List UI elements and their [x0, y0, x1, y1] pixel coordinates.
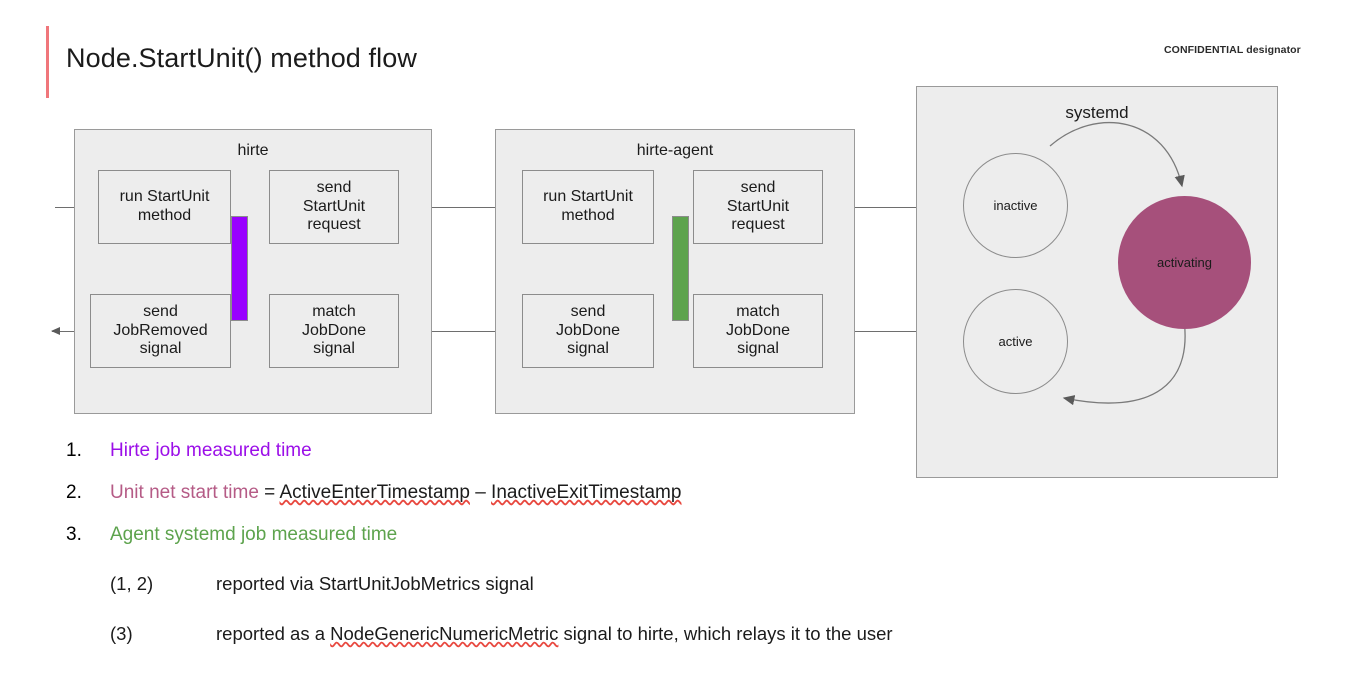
hirte-match-jobdone-signal[interactable]: match JobDone signal	[269, 294, 399, 368]
legend-item-2-term-a: ActiveEnterTimestamp	[279, 482, 470, 503]
agent-send-startunit-request[interactable]: send StartUnit request	[693, 170, 823, 244]
note-row-3-text: reported as a NodeGenericNumericMetric s…	[216, 623, 893, 645]
title-accent-bar	[46, 26, 49, 98]
note-row-1-2-text: reported via StartUnitJobMetrics signal	[216, 573, 534, 595]
systemd-state-activating[interactable]: activating	[1118, 196, 1251, 329]
container-systemd-title: systemd	[1065, 103, 1129, 122]
agent-run-startunit-method[interactable]: run StartUnit method	[522, 170, 654, 244]
agent-send-jobdone-signal[interactable]: send JobDone signal	[522, 294, 654, 368]
note-row-1-2-post: signal	[480, 573, 534, 594]
note-row-1-2-term: StartUnitJobMetrics	[318, 573, 481, 594]
confidential-designator: CONFIDENTIAL designator	[1164, 44, 1301, 56]
systemd-transition-arrows	[1049, 121, 1186, 406]
container-hirte-title: hirte	[237, 142, 269, 159]
note-row-1-2-label: (1, 2)	[110, 573, 154, 594]
legend-item-2-minus: –	[469, 482, 492, 503]
note-row-3-term: NodeGenericNumericMetric	[330, 623, 559, 644]
agent-match-jobdone-signal[interactable]: match JobDone signal	[693, 294, 823, 368]
hirte-send-jobremoved-signal[interactable]: send JobRemoved signal	[90, 294, 231, 368]
legend-item-2-number: 2.	[66, 482, 82, 503]
agent-systemd-job-measured-time-marker	[672, 216, 689, 321]
note-row-3-pre: reported as a	[216, 623, 331, 644]
legend-item-1-number: 1.	[66, 440, 82, 461]
legend-item-2-content: Unit net start time = ActiveEnterTimesta…	[110, 482, 681, 504]
container-hirte-agent-title: hirte-agent	[636, 142, 714, 159]
legend-item-2-term-b: InactiveExitTimestamp	[491, 482, 682, 503]
systemd-state-inactive[interactable]: inactive	[963, 153, 1068, 258]
legend-item-2-equals: =	[258, 482, 280, 503]
hirte-run-startunit-method[interactable]: run StartUnit method	[98, 170, 231, 244]
legend-item-3-number: 3.	[66, 524, 82, 545]
hirte-send-startunit-request[interactable]: send StartUnit request	[269, 170, 399, 244]
page-title: Node.StartUnit() method flow	[66, 43, 417, 73]
legend-item-2-label: Unit net start time	[110, 482, 259, 503]
note-row-3-label: (3)	[110, 623, 133, 644]
hirte-job-measured-time-marker	[231, 216, 248, 321]
legend-item-3-label: Agent systemd job measured time	[110, 524, 398, 545]
note-row-3-post: signal to hirte, which relays it to the …	[558, 623, 893, 644]
legend-item-1-label: Hirte job measured time	[110, 440, 312, 461]
systemd-state-active[interactable]: active	[963, 289, 1068, 394]
note-row-1-2-pre: reported via	[216, 573, 319, 594]
